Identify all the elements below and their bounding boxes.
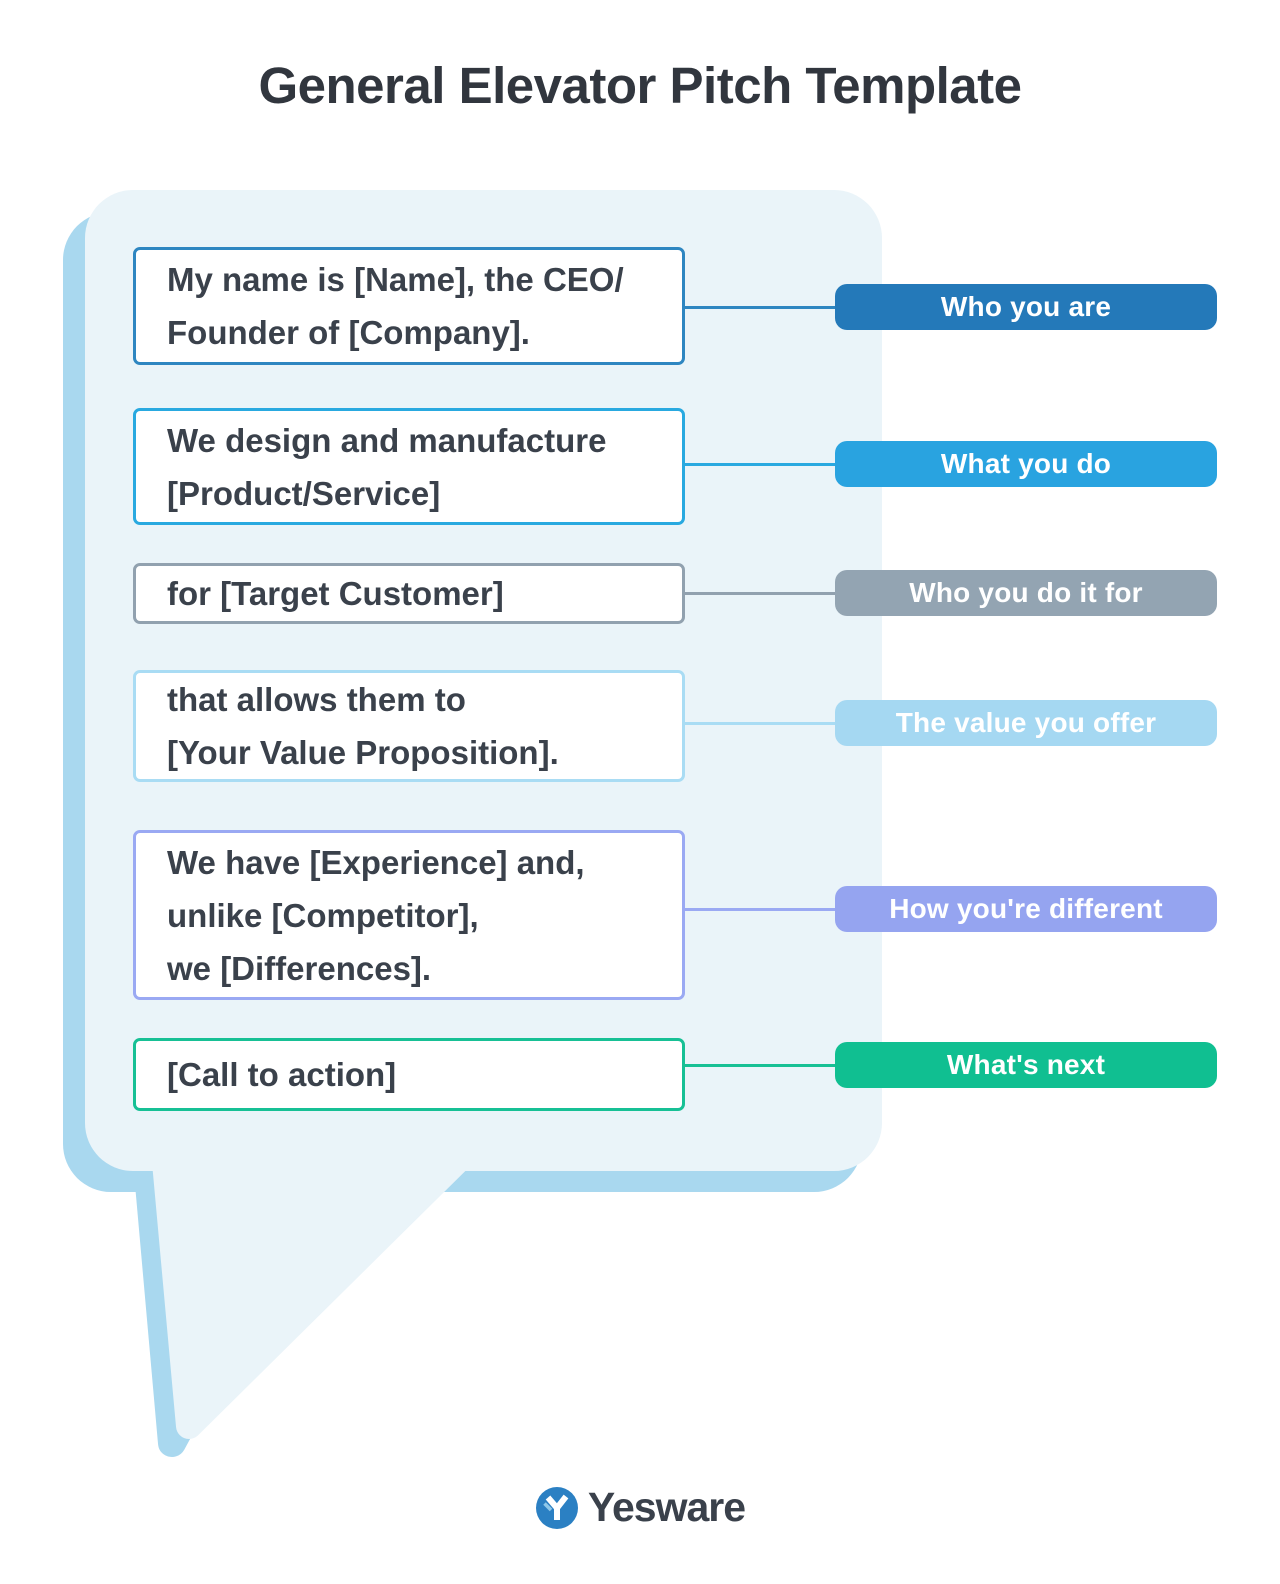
- label-pill-whats-next: What's next: [835, 1042, 1217, 1088]
- label-pill-what-you-do: What you do: [835, 441, 1217, 487]
- connector-what-you-do: [685, 463, 835, 466]
- pitch-box-who-you-are: My name is [Name], the CEO/ Founder of […: [133, 247, 685, 365]
- connector-who-you-are: [685, 306, 835, 309]
- connector-who-you-do-it-for: [685, 592, 835, 595]
- connector-whats-next: [685, 1064, 835, 1067]
- label-pill-who-you-are: Who you are: [835, 284, 1217, 330]
- label-pill-value-you-offer: The value you offer: [835, 700, 1217, 746]
- page-title: General Elevator Pitch Template: [258, 57, 1023, 114]
- yesware-logo-icon: [535, 1486, 578, 1529]
- label-pill-who-you-do-it-for: Who you do it for: [835, 570, 1217, 616]
- connector-how-youre-different: [685, 908, 835, 911]
- speech-bubble-tail: [150, 1127, 473, 1439]
- label-pill-how-youre-different: How you're different: [835, 886, 1217, 932]
- yesware-logo: Yesware: [0, 1484, 1280, 1531]
- pitch-box-whats-next: [Call to action]: [133, 1038, 685, 1111]
- pitch-box-value-you-offer: that allows them to [Your Value Proposit…: [133, 670, 685, 782]
- pitch-box-who-you-do-it-for: for [Target Customer]: [133, 563, 685, 624]
- connector-value-you-offer: [685, 722, 835, 725]
- yesware-wordmark: Yesware: [587, 1484, 746, 1530]
- pitch-box-how-youre-different: We have [Experience] and, unlike [Compet…: [133, 830, 685, 1000]
- pitch-box-what-you-do: We design and manufacture [Product/Servi…: [133, 408, 685, 525]
